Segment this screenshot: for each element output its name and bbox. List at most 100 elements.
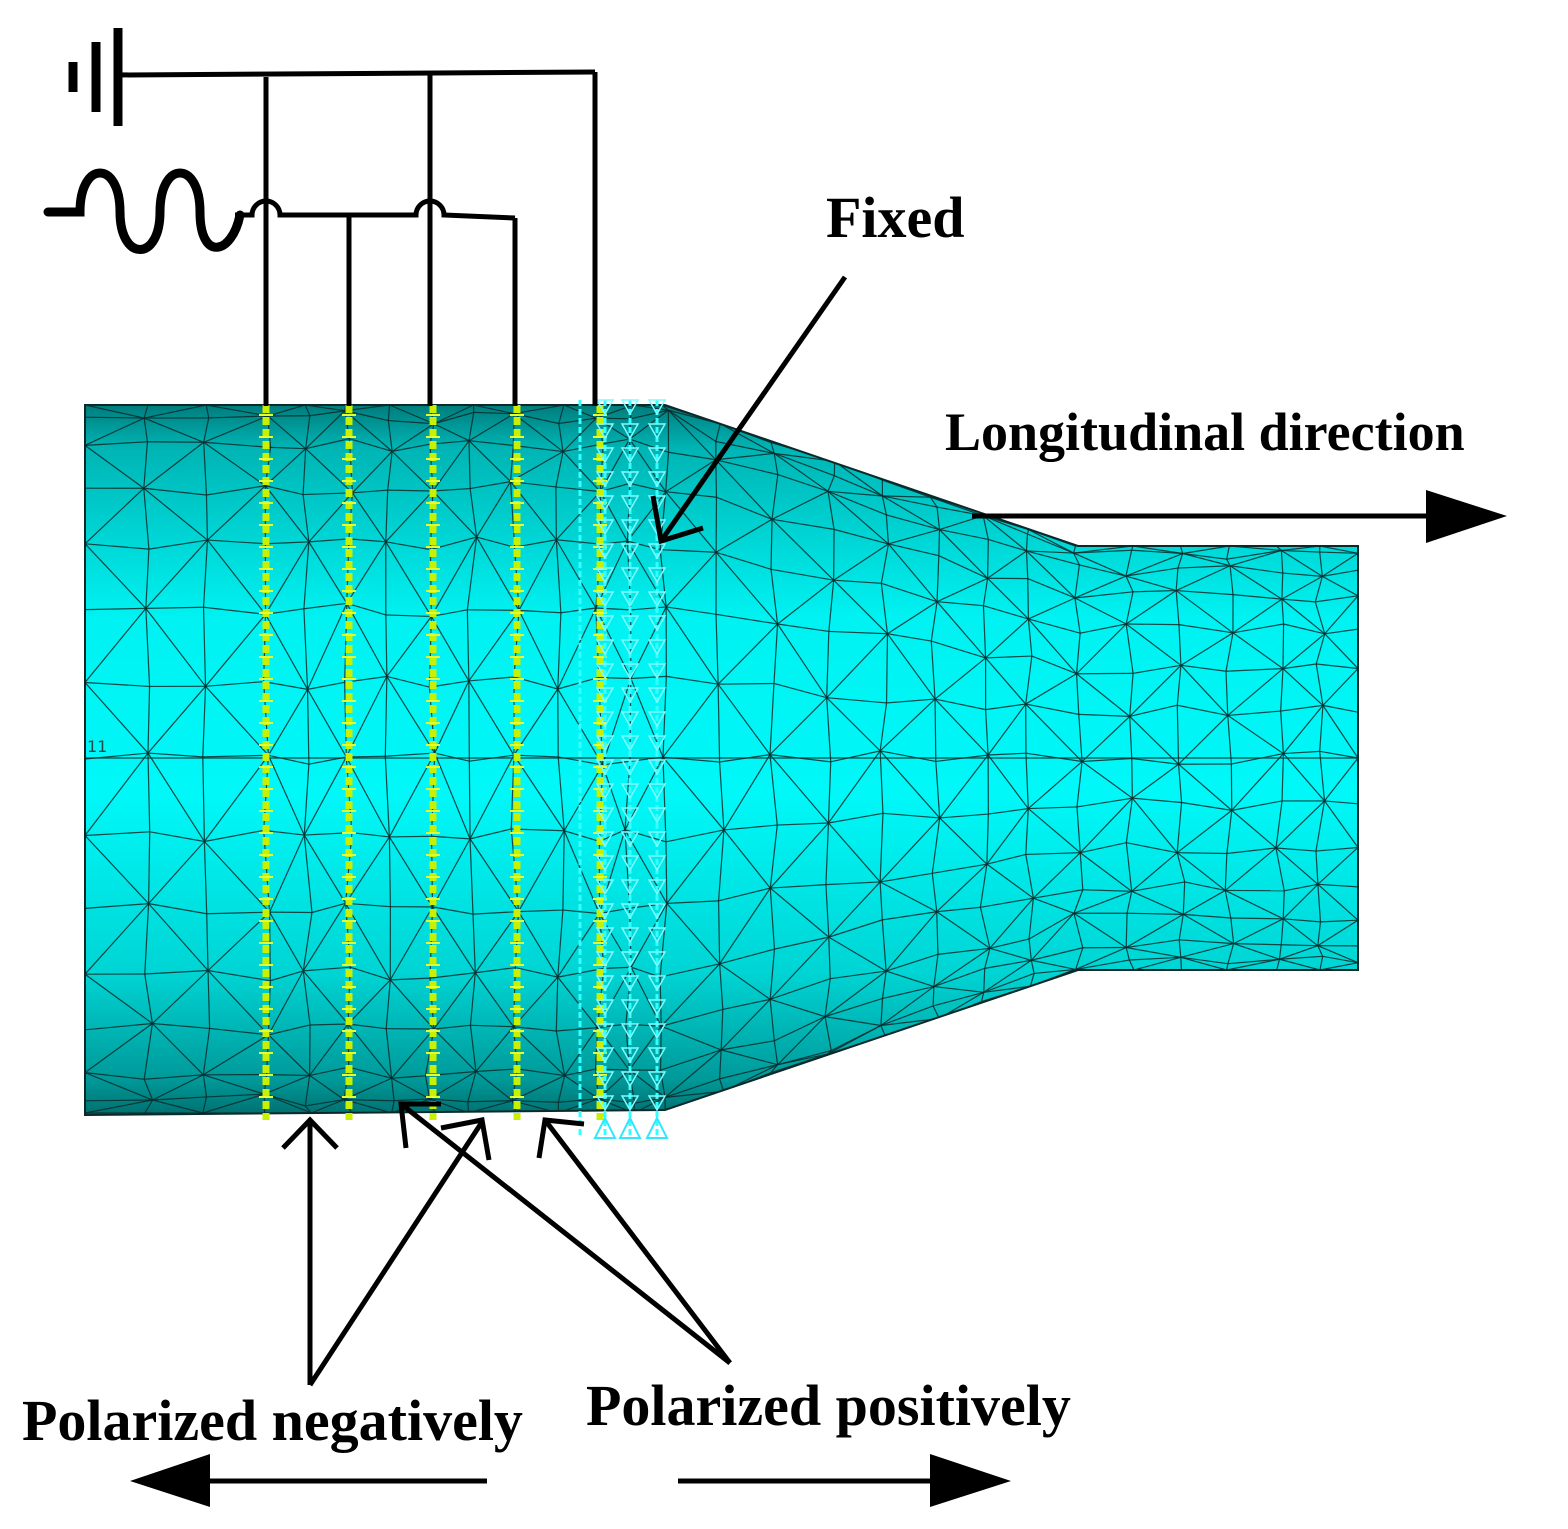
constraint-triangle <box>647 879 667 896</box>
mesh-edge <box>879 750 941 819</box>
mesh-edge <box>721 1049 778 1066</box>
mesh-edge <box>1183 913 1231 919</box>
mesh-edge <box>936 863 988 913</box>
mesh-edge <box>1317 847 1358 885</box>
mesh-edge <box>387 405 391 421</box>
mesh-edge <box>773 453 779 475</box>
mesh-edge <box>769 998 826 1018</box>
mesh-edge <box>385 752 435 757</box>
mesh-edge <box>556 1027 598 1032</box>
mesh-edge <box>601 678 632 766</box>
mesh-edge <box>595 607 632 679</box>
mesh-edge <box>1034 968 1076 975</box>
mesh-edge <box>936 601 987 659</box>
mesh-edge <box>1027 533 1074 554</box>
mesh-edge <box>1225 671 1229 716</box>
mesh-edge <box>1280 918 1284 945</box>
constraint-triangle <box>595 615 615 632</box>
mesh-edge <box>432 906 474 915</box>
mesh-edge <box>880 750 936 763</box>
fixed-constraint-markers <box>578 399 669 1139</box>
mesh-edge <box>1125 591 1134 625</box>
mesh-edge <box>880 1005 934 1027</box>
mesh-edge <box>1073 545 1133 554</box>
constraint-triangle <box>595 951 615 968</box>
mesh-edge <box>936 577 988 603</box>
mesh-edge <box>1282 663 1317 670</box>
mesh-edge <box>666 900 719 905</box>
mesh-edge <box>468 680 515 756</box>
mesh-edge <box>1324 595 1358 635</box>
mesh-edge <box>1184 881 1226 892</box>
mesh-edge <box>1129 704 1178 717</box>
mesh-edge <box>347 1023 393 1079</box>
mesh-edge <box>980 992 985 1002</box>
mesh-edge <box>830 970 887 980</box>
mesh-edge <box>1132 797 1182 804</box>
mesh-edge <box>147 685 206 754</box>
mesh-edge <box>720 998 771 1051</box>
mesh-edge <box>1030 960 1035 974</box>
mesh-edge <box>1281 549 1320 553</box>
mesh-edge <box>304 405 311 416</box>
mesh-edge <box>886 633 936 700</box>
mesh-edge <box>932 863 987 874</box>
mesh-edge <box>206 405 268 417</box>
mesh-edge <box>270 970 304 982</box>
mesh-edge <box>555 977 559 1032</box>
mesh-edge <box>1026 550 1074 554</box>
mesh-edge <box>1175 568 1179 591</box>
mesh-edge <box>1131 852 1178 892</box>
mesh-edge <box>202 607 207 687</box>
mesh-edge <box>434 680 470 754</box>
mesh-edge <box>1175 565 1231 592</box>
mesh-edge <box>715 459 778 476</box>
electrode-lines <box>259 405 607 1120</box>
mesh-edge <box>430 836 434 907</box>
mesh-edge <box>880 583 889 634</box>
mesh-edge <box>885 970 935 988</box>
mesh-edge <box>718 682 774 685</box>
mesh-edge <box>1230 917 1235 944</box>
mesh-edge <box>939 529 989 579</box>
mesh-edge <box>1225 668 1284 672</box>
mesh-edge <box>1227 715 1232 765</box>
mesh-edge <box>267 970 304 1036</box>
mesh-edge <box>936 601 984 607</box>
mesh-edge <box>630 606 667 611</box>
longitudinal-direction-label: Longitudinal direction <box>945 402 1465 462</box>
mesh-edge <box>1275 800 1325 849</box>
mesh-edge <box>1230 565 1283 574</box>
mesh-edge <box>1231 753 1284 811</box>
mesh-edge <box>1074 564 1080 599</box>
mesh-edge <box>665 829 725 843</box>
mesh-edge <box>468 1100 513 1114</box>
mesh-edge <box>514 539 557 548</box>
mesh-edge <box>719 1049 722 1079</box>
mesh-edge <box>152 1022 210 1030</box>
mesh-edge <box>305 410 346 450</box>
constraint-triangle <box>647 591 667 608</box>
mesh-edge <box>307 681 345 690</box>
mesh-edge <box>1079 564 1127 577</box>
mesh-edge <box>432 440 470 492</box>
mesh-edge <box>1125 575 1134 593</box>
mesh-edge <box>930 640 936 700</box>
mesh-edge <box>311 1099 345 1114</box>
mesh-edge <box>1033 889 1083 899</box>
constraint-triangle <box>595 927 615 944</box>
mesh-edge <box>665 551 717 608</box>
mesh-edge <box>1073 889 1084 914</box>
mesh-edge <box>305 1099 345 1107</box>
mesh-edge <box>1227 943 1235 964</box>
mesh-edge <box>205 494 209 541</box>
mesh-edge <box>718 887 771 902</box>
mesh-edge <box>1281 598 1316 603</box>
mesh-edge <box>147 686 151 754</box>
mesh-edge <box>202 1093 265 1114</box>
mesh-edge <box>1224 890 1232 919</box>
mesh-edge <box>1275 800 1283 849</box>
constraint-triangle <box>595 567 615 584</box>
mesh-edge <box>1025 673 1077 705</box>
mesh-edge <box>145 606 204 609</box>
